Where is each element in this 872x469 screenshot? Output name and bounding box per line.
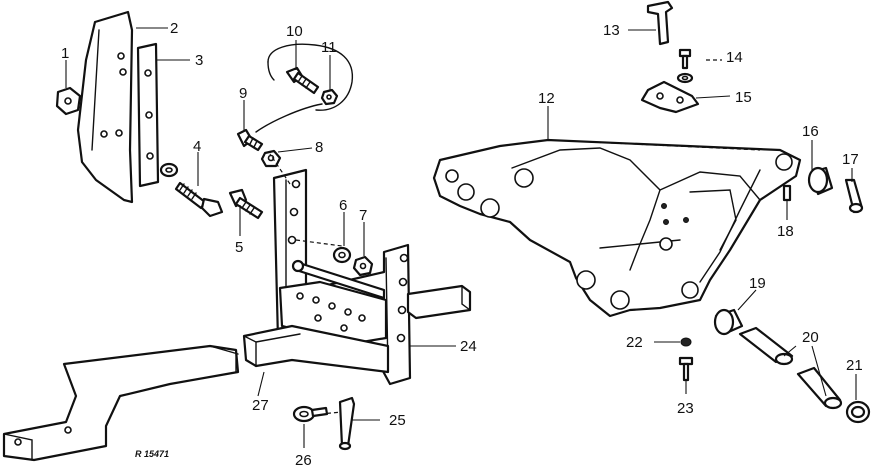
part-27-tube: [242, 324, 390, 374]
leader-lines: [65, 27, 857, 448]
callout-21: 21: [846, 357, 863, 374]
callout-12: 12: [538, 90, 555, 107]
callout-2: 2: [170, 20, 178, 37]
callout-13: 13: [603, 22, 620, 39]
callout-23: 23: [677, 400, 694, 417]
callout-7: 7: [359, 207, 367, 224]
callout-5: 5: [235, 239, 243, 256]
part-7-nut: [352, 255, 374, 277]
part-20-pins: [738, 326, 843, 410]
part-13-pin: [646, 0, 674, 46]
callout-19: 19: [749, 275, 766, 292]
callout-14: 14: [726, 49, 743, 66]
part-15-plate: [640, 80, 700, 114]
callout-17: 17: [842, 151, 859, 168]
callout-26: 26: [295, 452, 312, 469]
cross-rod: [291, 259, 386, 300]
callout-1: 1: [61, 45, 69, 62]
part-2-side-plate: [76, 10, 134, 204]
part-14-screw: [676, 48, 694, 84]
part-23-screw: [678, 356, 694, 382]
part-18-pin: [782, 184, 792, 202]
callout-6: 6: [339, 197, 347, 214]
callout-10: 10: [286, 23, 303, 40]
part-10-bolt: [285, 66, 320, 95]
callout-11: 11: [321, 39, 337, 56]
part-25-pin: [338, 396, 356, 451]
callout-20: 20: [802, 329, 819, 346]
part-8-nut: [260, 149, 282, 168]
part-16-bushing: [807, 166, 834, 196]
callout-16: 16: [802, 123, 819, 140]
part-21-cap: [845, 400, 871, 424]
part-26-washer: [292, 405, 329, 423]
part-1-nut: [55, 86, 82, 116]
detail-oval: [267, 43, 354, 111]
callout-25: 25: [389, 412, 406, 429]
callout-4: 4: [193, 138, 201, 155]
square-tube-upper: [406, 284, 472, 320]
part-22-nut: [680, 337, 692, 347]
part-9-bolt: [236, 128, 264, 152]
callout-labels: 1 2 3 4 5 6 7 8 9 10 11 12 13 14 15 16 1…: [61, 20, 863, 469]
part-5-bolt: [228, 188, 264, 220]
callout-24: 24: [460, 338, 477, 355]
part-19-bushing: [713, 308, 744, 336]
callout-27: 27: [252, 397, 269, 414]
reference-code: R 15471: [135, 449, 169, 459]
part-4-bolt: [174, 181, 224, 218]
drawbar: [2, 344, 240, 462]
part-12-frame: [432, 138, 802, 318]
callout-3: 3: [195, 52, 203, 69]
part-11-nut: [320, 88, 339, 106]
part-17-pin: [844, 178, 864, 214]
part-6-washer: [332, 246, 352, 264]
washer: [159, 162, 179, 178]
callout-9: 9: [239, 85, 247, 102]
callout-8: 8: [315, 139, 323, 156]
callout-18: 18: [777, 223, 794, 240]
callout-22: 22: [626, 334, 643, 351]
callout-15: 15: [735, 89, 752, 106]
part-3-bar: [136, 42, 160, 188]
